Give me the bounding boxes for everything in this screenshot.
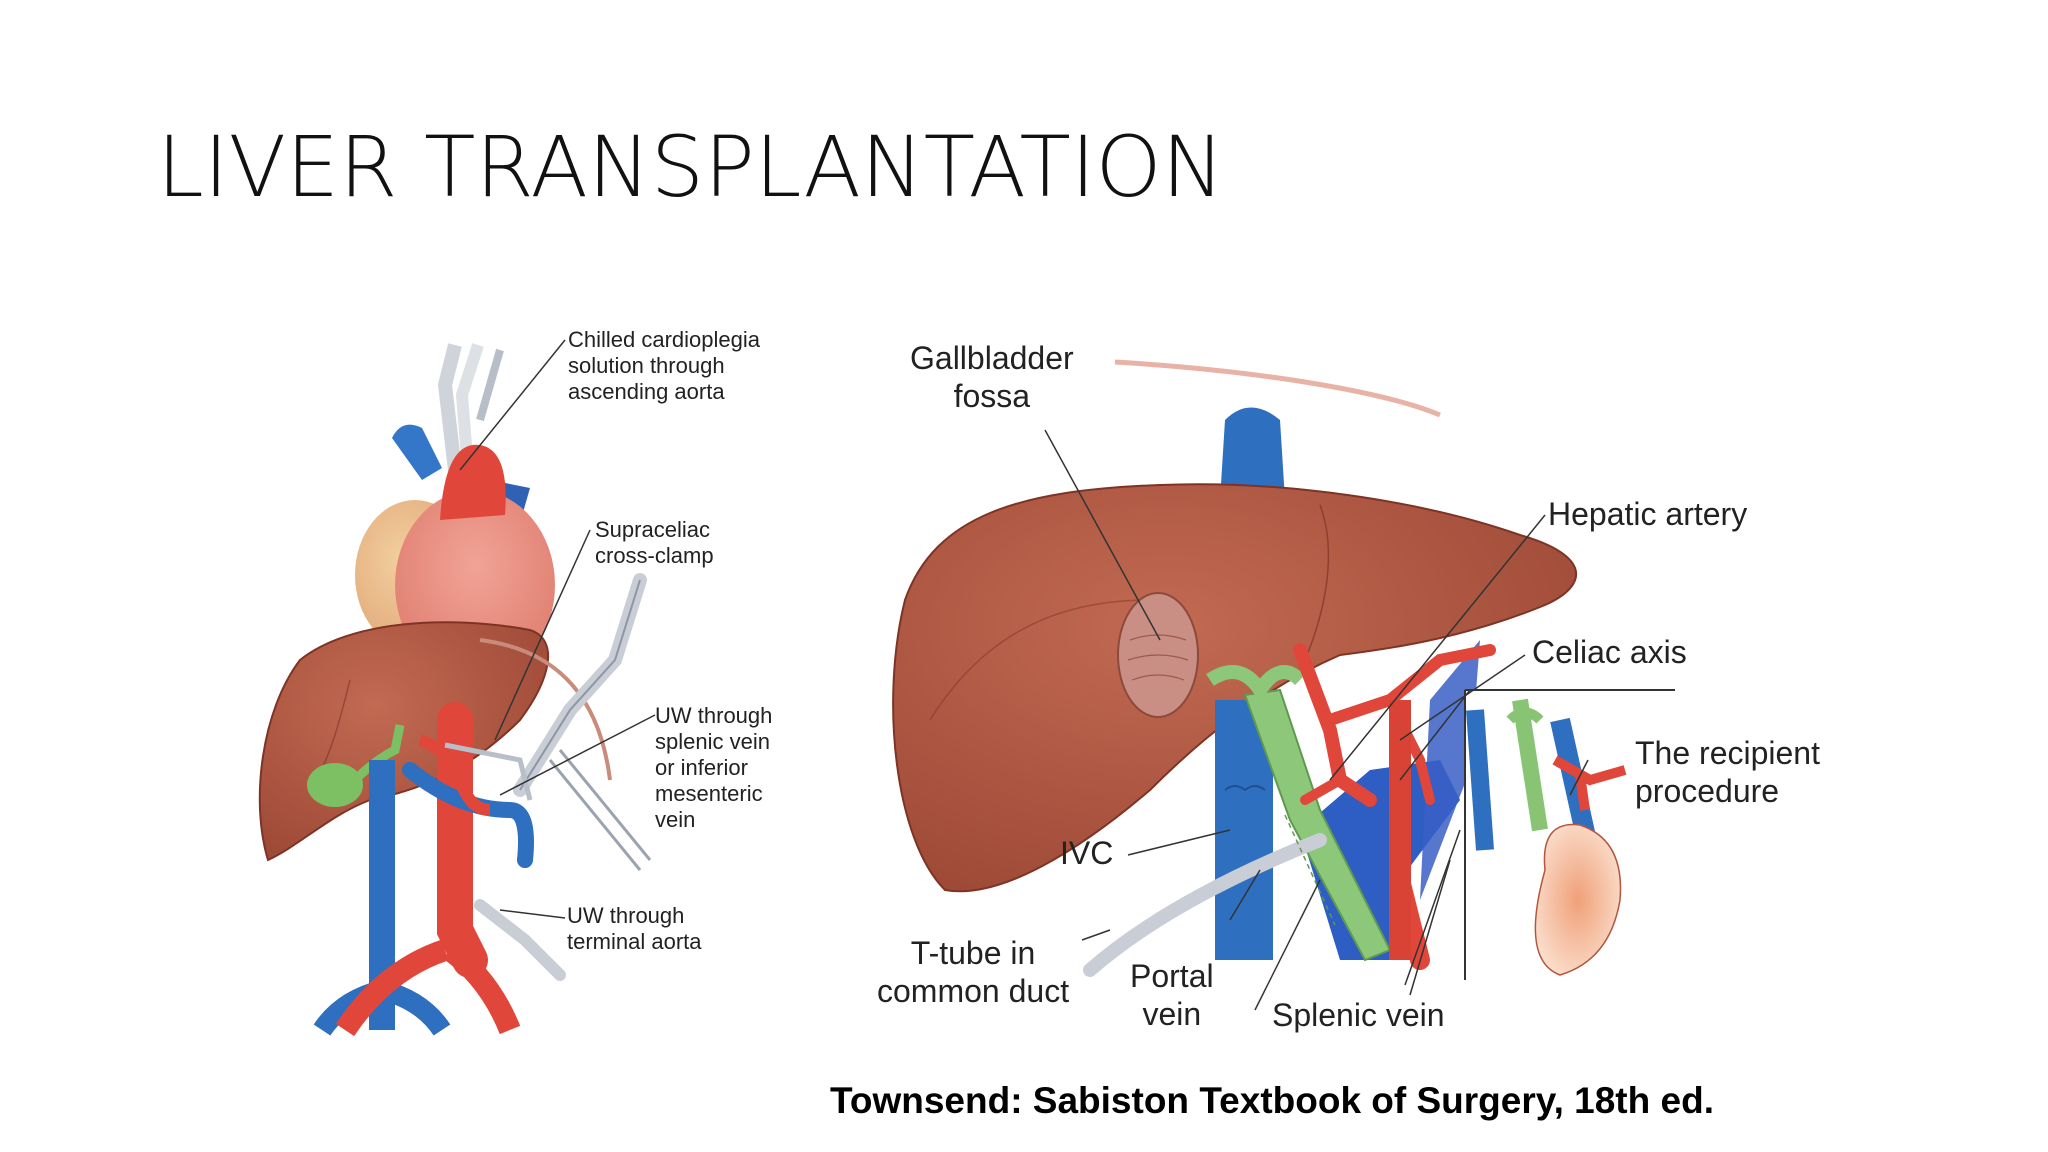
label-recipient-procedure: The recipient procedure bbox=[1635, 735, 1820, 809]
label-gallbladder-fossa: Gallbladder fossa bbox=[910, 340, 1074, 414]
svc-vessel bbox=[392, 424, 442, 480]
label-uw-splenic-vein: UW through splenic vein or inferior mese… bbox=[655, 703, 773, 832]
left-figure bbox=[258, 339, 656, 1037]
suprahepatic-ivc bbox=[1220, 407, 1285, 500]
aortic-arch bbox=[440, 444, 506, 520]
label-t-tube: T-tube in common duct bbox=[877, 935, 1070, 1009]
right-figure bbox=[892, 359, 1675, 1011]
left-hepatic-artery bbox=[417, 734, 491, 816]
left-aorta bbox=[437, 702, 488, 978]
label-splenic-vein: Splenic vein bbox=[1272, 997, 1445, 1033]
label-hepatic-artery: Hepatic artery bbox=[1548, 496, 1748, 532]
label-supraceliac-cross-clamp: Supraceliac cross-clamp bbox=[595, 517, 714, 568]
label-uw-terminal-aorta: UW through terminal aorta bbox=[567, 903, 702, 954]
cardioplegia-cannula bbox=[437, 343, 504, 471]
source-citation: Townsend: Sabiston Textbook of Surgery, … bbox=[830, 1080, 1714, 1121]
slide-title: LIVER TRANSPLANTATION bbox=[157, 118, 1225, 216]
label-portal-vein: Portal vein bbox=[1130, 958, 1214, 1032]
label-cardioplegia: Chilled cardioplegia solution through as… bbox=[568, 327, 761, 404]
t-tube bbox=[1083, 833, 1327, 977]
terminal-aorta-cannula bbox=[474, 899, 566, 981]
cross-clamp-instrument bbox=[444, 573, 652, 871]
label-celiac-axis: Celiac axis bbox=[1532, 634, 1687, 670]
gallbladder bbox=[307, 763, 363, 807]
donor-liver bbox=[258, 621, 550, 862]
recipient-inset bbox=[1464, 689, 1675, 980]
left-portal-vein bbox=[402, 762, 534, 868]
label-ivc: IVC bbox=[1060, 835, 1114, 871]
right-liver bbox=[892, 483, 1578, 893]
